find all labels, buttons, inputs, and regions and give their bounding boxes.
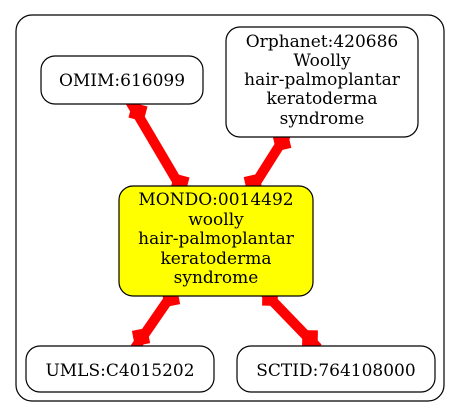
node-mondo-line-5: syndrome	[174, 268, 259, 288]
node-mondo-line-3: hair-palmoplantar	[138, 229, 295, 249]
node-sctid-box	[236, 345, 436, 393]
node-mondo-line-2: woolly	[188, 210, 244, 230]
node-mondo-box	[118, 185, 314, 297]
node-omim-box	[40, 55, 204, 105]
node-orphanet-line-5: syndrome	[280, 109, 365, 129]
node-orphanet-box	[225, 26, 419, 138]
node-mondo-line-4: keratoderma	[160, 249, 271, 269]
edge-marker	[302, 330, 318, 346]
node-omim[interactable]: OMIM:616099	[40, 55, 204, 105]
node-orphanet[interactable]: Orphanet:420686 Woolly hair-palmoplantar…	[225, 26, 419, 138]
node-umls-label: UMLS:C4015202	[45, 361, 194, 381]
node-mondo[interactable]: MONDO:0014492 woolly hair-palmoplantar k…	[118, 185, 314, 297]
node-mondo-line-1: MONDO:0014492	[138, 190, 293, 210]
node-orphanet-line-1: Orphanet:420686	[246, 32, 399, 52]
edge-marker	[131, 327, 151, 347]
edge-omim-mondo	[123, 95, 192, 201]
node-omim-label: OMIM:616099	[59, 71, 185, 91]
node-umls[interactable]: UMLS:C4015202	[25, 345, 215, 393]
node-orphanet-line-2: Woolly	[293, 51, 351, 71]
node-orphanet-line-3: hair-palmoplantar	[244, 70, 401, 90]
node-sctid[interactable]: SCTID:764108000	[236, 345, 436, 393]
edge-marker	[128, 102, 148, 122]
node-umls-box	[25, 345, 215, 393]
node-sctid-label: SCTID:764108000	[256, 361, 415, 381]
node-orphanet-line-4: keratoderma	[266, 89, 377, 109]
